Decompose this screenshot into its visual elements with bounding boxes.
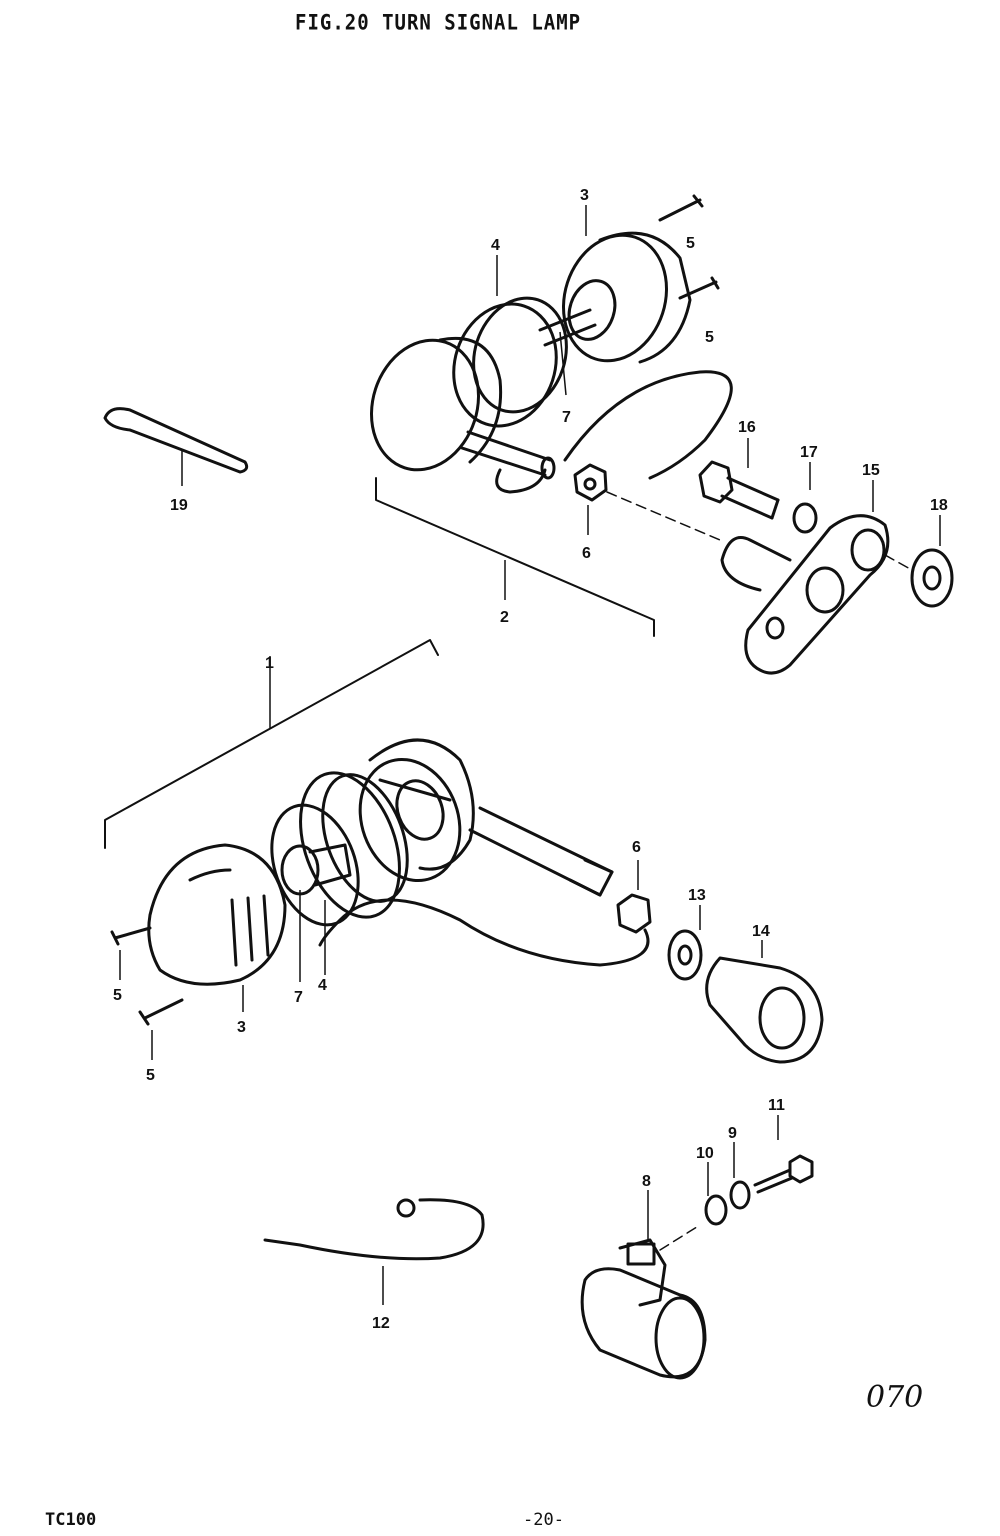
callout-8: 8 (642, 1173, 651, 1190)
wire-19 (103, 407, 249, 474)
upper-nut (573, 463, 608, 502)
callout-17: 17 (800, 444, 818, 461)
callout-11: 11 (768, 1097, 785, 1114)
page-code: 070 (866, 1380, 924, 1415)
lower-lamp-housing (358, 738, 475, 883)
washer-9 (729, 1180, 751, 1210)
bracket-line-1 (104, 639, 439, 849)
upper-washer (792, 502, 818, 534)
leader-lines (119, 205, 941, 1305)
page-number: -20- (523, 1510, 564, 1530)
callout-14: 14 (752, 923, 770, 940)
bolt-11 (753, 1154, 814, 1194)
grommet-14 (705, 956, 824, 1064)
callout-15: 15 (862, 462, 880, 479)
upper-centerline (606, 491, 721, 541)
lower-lamp-screws (110, 926, 184, 1026)
callout-18: 18 (930, 497, 948, 514)
callout-3-lower: 3 (237, 1019, 246, 1036)
callout-3-upper: 3 (580, 187, 589, 204)
callout-7-lower: 7 (294, 989, 303, 1006)
callout-12: 12 (372, 1315, 390, 1332)
callout-5-lower-a: 5 (113, 987, 122, 1004)
callout-6-lower: 6 (632, 839, 641, 856)
callout-9: 9 (728, 1125, 737, 1142)
callout-6-upper: 6 (582, 545, 591, 562)
wire-12 (263, 1198, 485, 1261)
callout-5-upper-b: 5 (705, 329, 714, 346)
callout-13: 13 (688, 887, 706, 904)
model-code: TC100 (45, 1510, 97, 1530)
spacer-washer-18 (910, 548, 954, 608)
callout-4-lower: 4 (318, 977, 327, 994)
upper-lamp-stem (460, 430, 556, 494)
callout-1: 1 (265, 655, 274, 672)
callout-5-upper-a: 5 (686, 235, 695, 252)
figure-title: FIG.20 TURN SIGNAL LAMP (295, 10, 582, 36)
callout-5-lower-b: 5 (146, 1067, 155, 1084)
callout-labels: 3 4 5 5 7 16 17 15 18 19 6 2 1 6 13 14 5… (113, 187, 948, 1332)
callout-2: 2 (500, 609, 509, 626)
upper-lamp-rims (452, 296, 597, 428)
upper-lamp-screws (658, 194, 720, 300)
upper-lamp-wire (563, 370, 733, 480)
mounting-bracket (720, 514, 890, 675)
washer-13 (667, 929, 703, 981)
callout-4-upper: 4 (491, 237, 500, 254)
flasher-relay (580, 1238, 707, 1380)
lower-lamp-wire (318, 898, 650, 967)
relay-centerline (659, 1224, 701, 1251)
callout-16: 16 (738, 419, 756, 436)
bracket-line-2 (375, 477, 655, 637)
callout-19: 19 (170, 497, 188, 514)
washer-10 (704, 1194, 728, 1226)
lower-lamp-stem (468, 806, 614, 897)
upper-centerline-2 (884, 554, 913, 571)
upper-lamp-lens (370, 336, 503, 472)
lower-nut (616, 893, 652, 934)
lower-bulb (280, 843, 352, 896)
callout-10: 10 (696, 1145, 714, 1162)
upper-lamp-housing (561, 231, 692, 364)
upper-bolt (698, 460, 780, 520)
callout-7-upper: 7 (562, 409, 571, 426)
lower-lamp-lens (147, 843, 287, 986)
